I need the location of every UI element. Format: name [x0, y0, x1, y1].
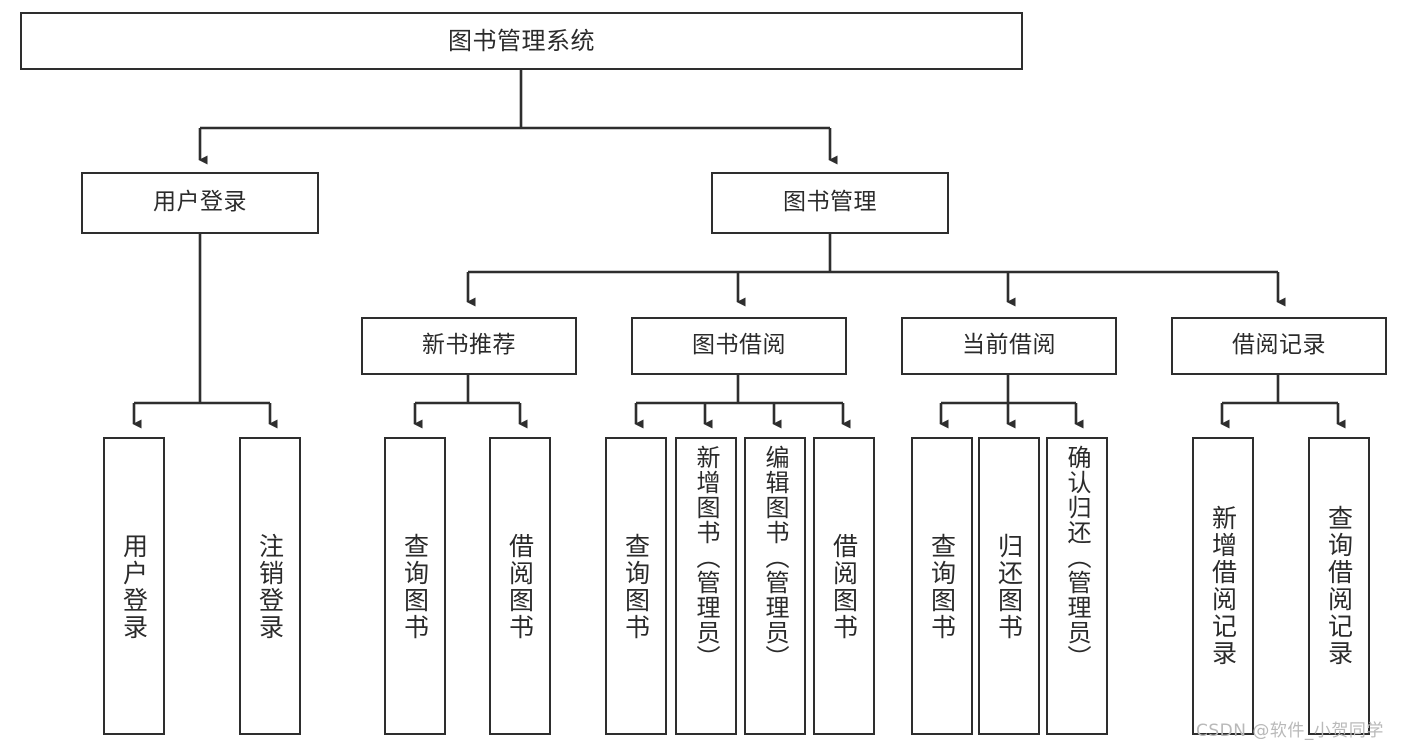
node-current-borrow-label: 当前借阅	[962, 332, 1056, 359]
csdn-watermark: CSDN @软件_小贺同学	[1196, 721, 1384, 741]
node-leaf-confirm-return-label: 确认归还（管理员）	[1063, 445, 1091, 670]
node-book-borrow-label: 图书借阅	[692, 332, 786, 359]
node-root[interactable]: 图书管理系统	[20, 12, 1023, 70]
node-leaf-edit-book-label: 编辑图书（管理员）	[761, 445, 789, 670]
node-user-login[interactable]: 用户登录	[81, 172, 319, 234]
node-book-manage-label: 图书管理	[783, 189, 877, 216]
node-leaf-add-book-label: 新增图书（管理员）	[692, 445, 720, 670]
node-leaf-borrow-book-2-label: 借阅图书	[829, 533, 859, 641]
node-leaf-logout-login-label: 注销登录	[255, 533, 285, 641]
node-leaf-query-book-3[interactable]: 查询图书	[911, 437, 973, 735]
node-leaf-add-record[interactable]: 新增借阅记录	[1192, 437, 1254, 735]
node-book-manage[interactable]: 图书管理	[711, 172, 949, 234]
node-leaf-user-login-label: 用户登录	[119, 533, 149, 641]
node-leaf-query-book-3-label: 查询图书	[927, 533, 957, 641]
node-leaf-query-book-1[interactable]: 查询图书	[384, 437, 446, 735]
node-leaf-edit-book[interactable]: 编辑图书（管理员）	[744, 437, 806, 735]
node-user-login-label: 用户登录	[153, 189, 247, 216]
node-new-book-rec[interactable]: 新书推荐	[361, 317, 577, 375]
node-leaf-query-record[interactable]: 查询借阅记录	[1308, 437, 1370, 735]
node-leaf-return-book[interactable]: 归还图书	[978, 437, 1040, 735]
node-leaf-query-book-2[interactable]: 查询图书	[605, 437, 667, 735]
node-leaf-user-login[interactable]: 用户登录	[103, 437, 165, 735]
node-leaf-borrow-book-1[interactable]: 借阅图书	[489, 437, 551, 735]
node-leaf-borrow-book-2[interactable]: 借阅图书	[813, 437, 875, 735]
node-leaf-query-book-1-label: 查询图书	[400, 533, 430, 641]
node-new-book-rec-label: 新书推荐	[422, 332, 516, 359]
node-root-label: 图书管理系统	[448, 26, 595, 55]
node-leaf-borrow-book-1-label: 借阅图书	[505, 533, 535, 641]
node-borrow-record[interactable]: 借阅记录	[1171, 317, 1387, 375]
node-leaf-add-record-label: 新增借阅记录	[1208, 505, 1238, 667]
node-leaf-query-record-label: 查询借阅记录	[1324, 505, 1354, 667]
node-book-borrow[interactable]: 图书借阅	[631, 317, 847, 375]
node-leaf-confirm-return[interactable]: 确认归还（管理员）	[1046, 437, 1108, 735]
node-leaf-query-book-2-label: 查询图书	[621, 533, 651, 641]
node-leaf-logout-login[interactable]: 注销登录	[239, 437, 301, 735]
node-borrow-record-label: 借阅记录	[1232, 332, 1326, 359]
node-leaf-add-book[interactable]: 新增图书（管理员）	[675, 437, 737, 735]
node-leaf-return-book-label: 归还图书	[994, 533, 1024, 641]
node-current-borrow[interactable]: 当前借阅	[901, 317, 1117, 375]
